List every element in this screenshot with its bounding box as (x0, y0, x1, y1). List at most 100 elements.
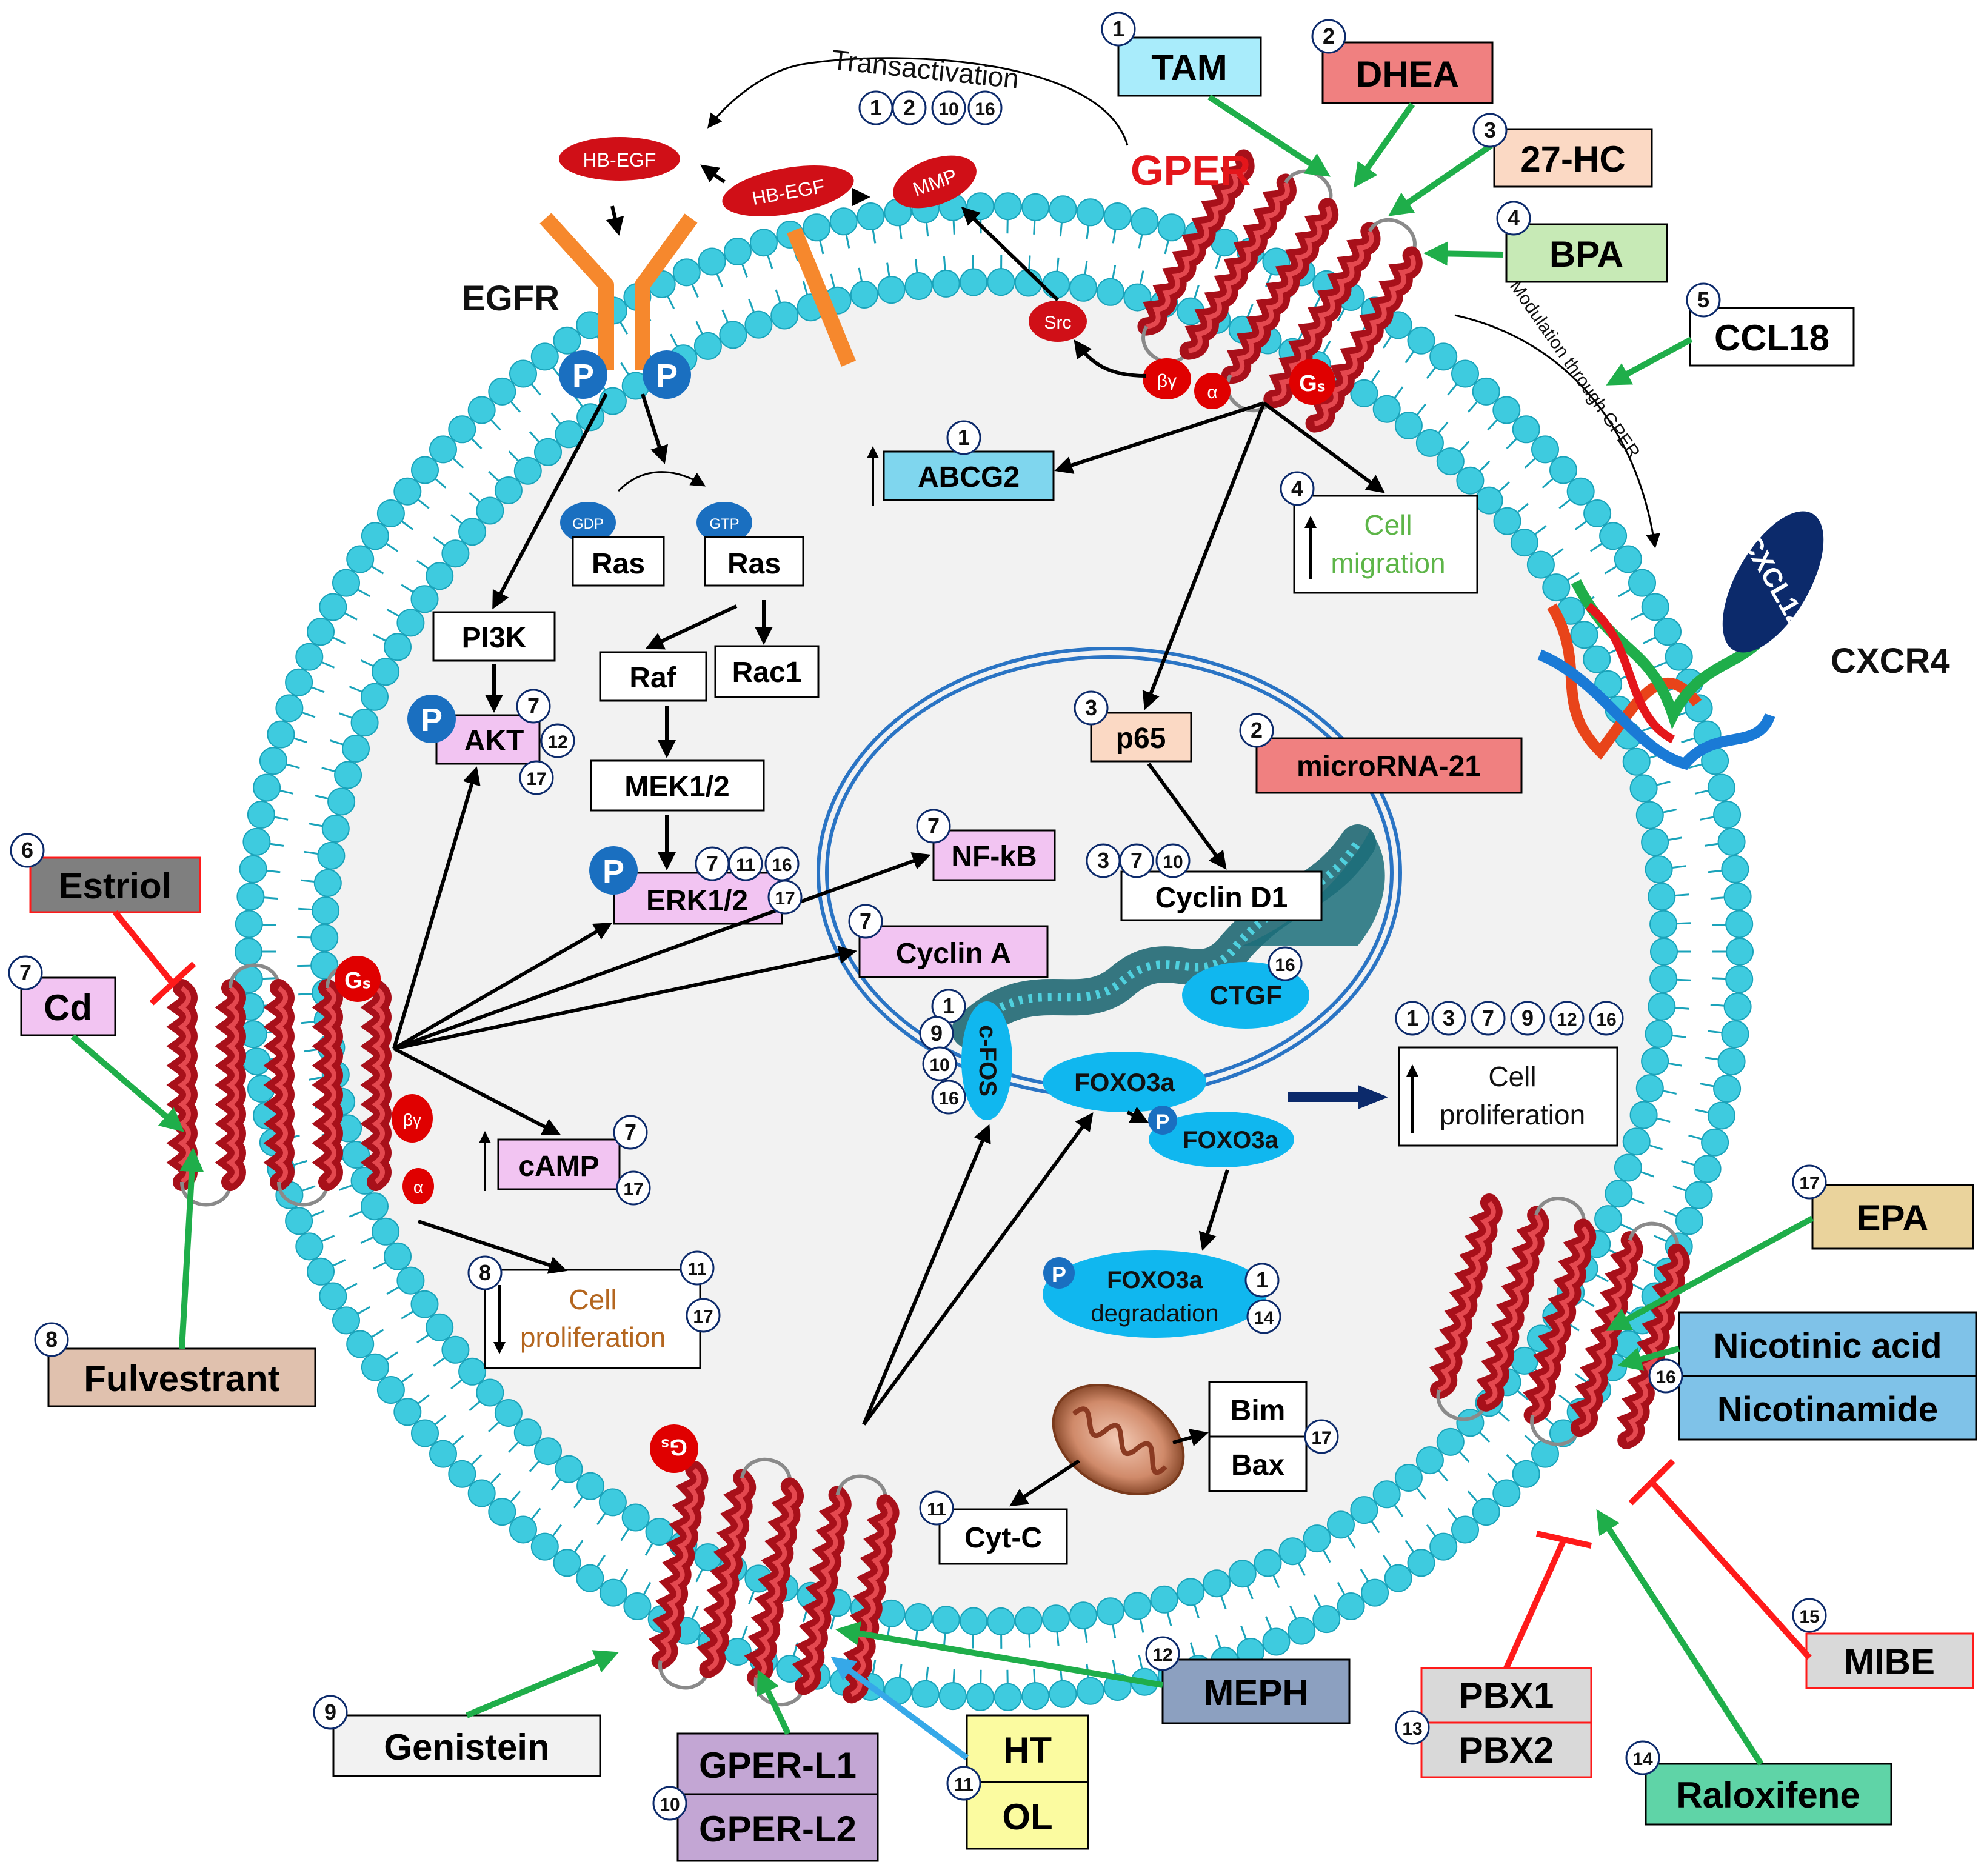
ref-number-label: 13 (1402, 1719, 1422, 1739)
membrane-bead (347, 1331, 373, 1358)
svg-text:Bim: Bim (1231, 1395, 1286, 1427)
transactivation-label: Transactivation (830, 44, 1021, 95)
membrane-bead (673, 259, 700, 285)
ref-number-label: 16 (772, 855, 792, 875)
membrane-bead (1605, 1180, 1632, 1207)
tam-box: TAM (1118, 38, 1261, 96)
gs-label-left: Gₛ (344, 968, 371, 993)
svg-text:Nicotinic acid: Nicotinic acid (1713, 1326, 1942, 1366)
membrane-bead (1513, 1461, 1540, 1487)
membrane-bead (1452, 361, 1478, 387)
lipid-tail (1695, 790, 1708, 793)
membrane-bead (995, 1684, 1021, 1711)
lipid-tail (692, 285, 698, 298)
lipid-tail (696, 1569, 703, 1582)
membrane-bead (1280, 1538, 1306, 1564)
membrane-bead (426, 562, 453, 589)
lipid-tail (620, 1569, 627, 1581)
membrane-bead (267, 721, 294, 748)
lipid-tail (1113, 265, 1115, 279)
lipid-tail (386, 1352, 398, 1360)
lipid-tail (1712, 978, 1726, 979)
svg-text:PBX2: PBX2 (1459, 1730, 1554, 1771)
lipid-tail (1672, 866, 1686, 868)
membrane-bead (510, 1517, 536, 1543)
lipid-tail (1654, 662, 1666, 667)
lipid-tail (270, 844, 284, 846)
lipid-tail (1460, 441, 1469, 452)
membrane-bead (1637, 802, 1663, 829)
lipid-tail (927, 222, 928, 236)
lipid-tail (803, 281, 807, 295)
svg-text:Estriol: Estriol (59, 866, 172, 906)
ref-number-label: 7 (927, 813, 940, 838)
g-bg-label-left: βγ (403, 1110, 421, 1129)
membrane-bead (1651, 938, 1677, 965)
lipid-tail (1291, 1606, 1297, 1619)
lipid-tail (401, 585, 413, 592)
membrane-bead (1615, 546, 1642, 573)
lipid-tail (358, 590, 370, 596)
membrane-bead (771, 302, 798, 329)
lipid-tail (575, 1540, 583, 1552)
svg-text:OL: OL (1002, 1797, 1052, 1837)
phospho-label-2: P (656, 358, 678, 394)
membrane-bead (1584, 500, 1611, 527)
lipid-tail (620, 322, 627, 334)
membrane-bead (311, 924, 338, 951)
lipid-tail (973, 1635, 974, 1649)
ref-number-label: 10 (660, 1795, 680, 1815)
membrane-bead (1452, 1517, 1478, 1543)
lipid-tail (349, 1212, 362, 1217)
lipid-tail (621, 1529, 629, 1540)
lipid-tail (472, 439, 481, 449)
membrane-bead (296, 1233, 322, 1260)
membrane-bead (1726, 911, 1752, 938)
lipid-tail (262, 924, 276, 925)
lipid-tail (433, 1358, 445, 1366)
membrane-bead (260, 747, 287, 774)
membrane-bead (803, 214, 830, 241)
membrane-bead (1623, 1128, 1650, 1155)
svg-text:migration: migration (1331, 547, 1445, 579)
ref-number-label: 15 (1799, 1607, 1819, 1627)
lipid-tail (358, 1307, 370, 1314)
lipid-tail (1559, 499, 1570, 508)
lipid-tail (511, 401, 520, 412)
phospho-label-1: P (572, 358, 594, 394)
membrane-bead (1050, 196, 1077, 222)
svg-text:PBX1: PBX1 (1459, 1675, 1554, 1716)
svg-text:cAMP: cAMP (518, 1150, 599, 1183)
lipid-tail (749, 1591, 754, 1604)
membrane-bead (695, 333, 721, 359)
svg-text:Cyclin A: Cyclin A (896, 938, 1011, 970)
lipid-tail (1591, 544, 1602, 552)
lipid-tail (1139, 1655, 1142, 1669)
lipid-tail (1657, 1118, 1670, 1122)
lipid-tail (944, 256, 945, 270)
membrane-bead (510, 361, 536, 387)
membrane-bead (830, 208, 857, 235)
membrane-bead (1043, 1605, 1069, 1632)
lipid-tail (1406, 352, 1414, 363)
lipid-tail (1705, 1058, 1718, 1060)
membrane-bead (333, 1307, 359, 1334)
ref-number-label: 1 (958, 425, 970, 450)
svg-text:CCL18: CCL18 (1714, 318, 1829, 358)
ref-number-label: 1 (870, 95, 882, 120)
lipid-tail (1499, 482, 1509, 491)
lipid-tail (401, 1311, 413, 1318)
ref-number-label: 3 (1097, 848, 1109, 873)
lipid-tail (1649, 1146, 1663, 1150)
lipid-tail (1221, 1596, 1226, 1609)
membrane-bead (535, 1438, 561, 1464)
lipid-tail (469, 1401, 479, 1410)
gdp-label: GDP (572, 516, 604, 532)
membrane-bead (235, 938, 262, 965)
rac1-box: Rac1 (715, 646, 818, 697)
ref-number-label: 1 (943, 993, 955, 1018)
membrane-bead (1528, 552, 1554, 578)
membrane-bead (489, 1498, 515, 1525)
membrane-bead (1714, 801, 1740, 828)
